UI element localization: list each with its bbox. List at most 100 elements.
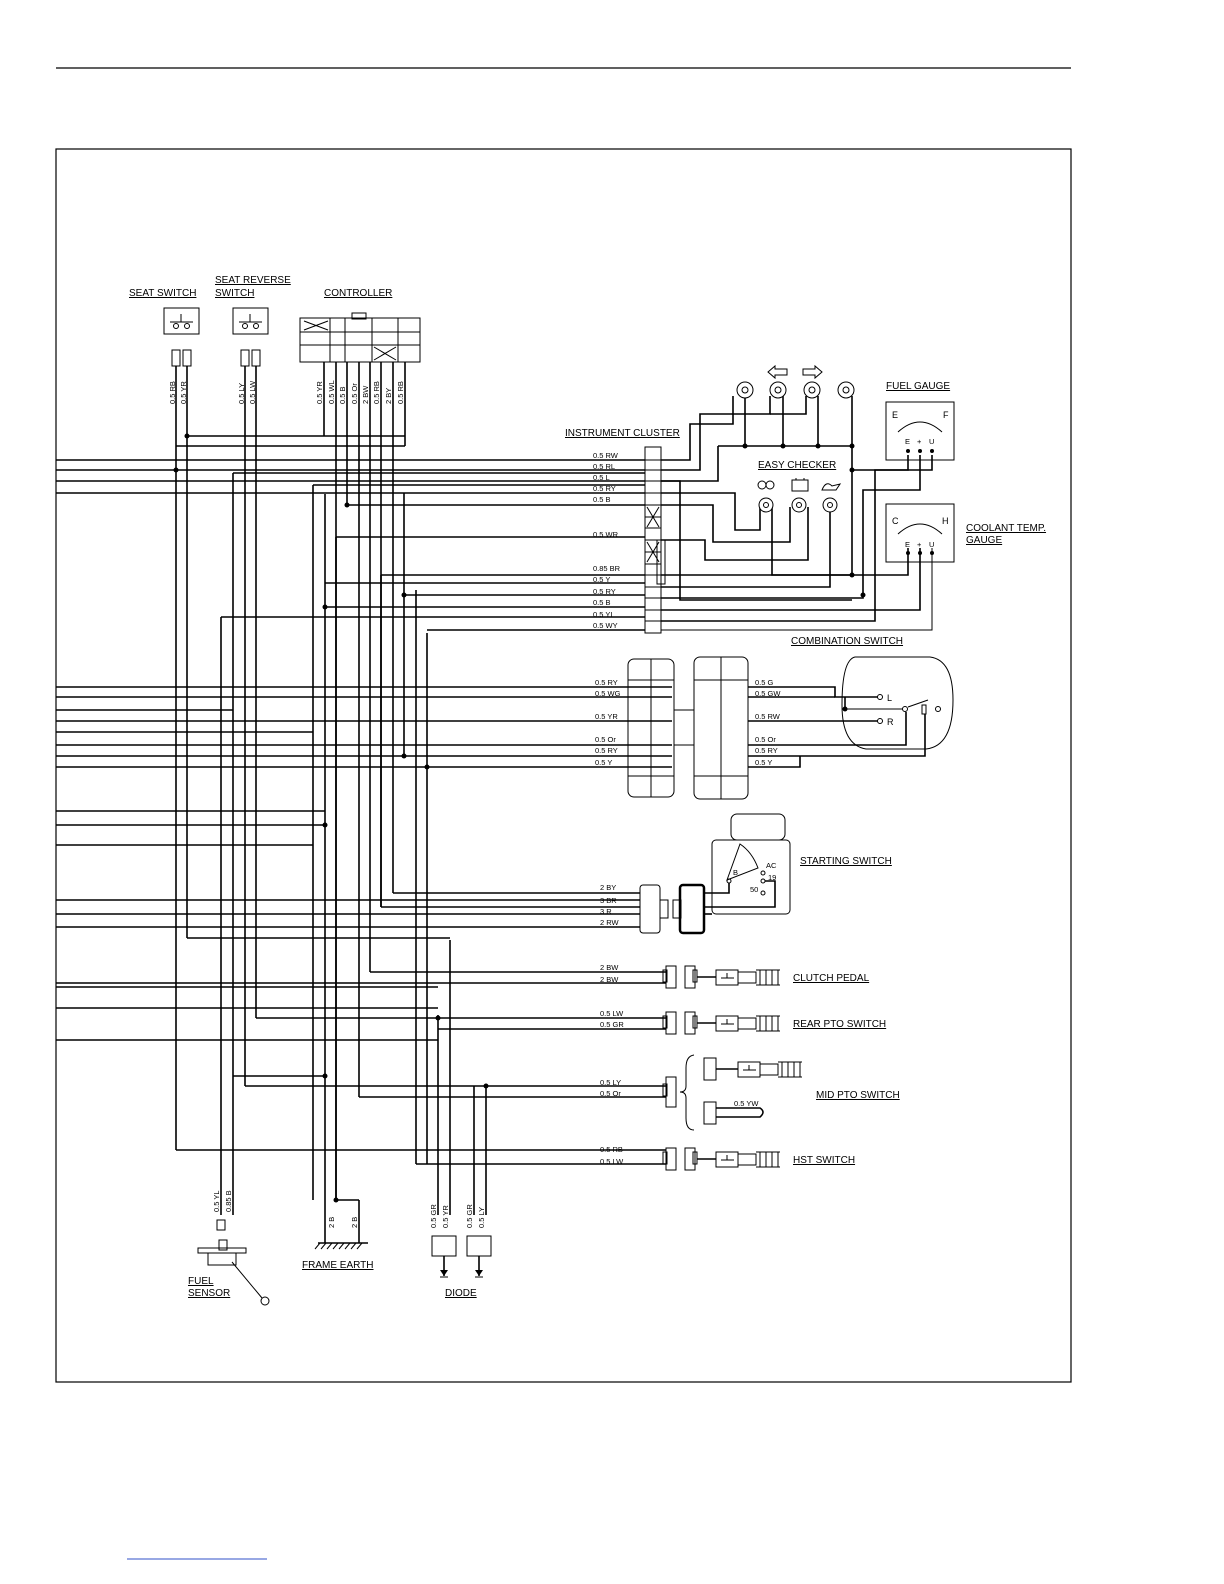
svg-text:0.5 WL: 0.5 WL bbox=[327, 380, 336, 404]
coolant-temp-label-1: COOLANT TEMP. bbox=[966, 523, 1046, 534]
svg-text:2 BW: 2 BW bbox=[600, 975, 619, 984]
svg-text:AC: AC bbox=[766, 861, 777, 870]
svg-text:2 B: 2 B bbox=[350, 1217, 359, 1228]
svg-text:0.5 RY: 0.5 RY bbox=[593, 587, 616, 596]
vertical-trunk-wires bbox=[175, 362, 487, 1215]
svg-text:0.5 Or: 0.5 Or bbox=[755, 735, 776, 744]
svg-text:0.5 RB: 0.5 RB bbox=[168, 381, 177, 404]
svg-text:0.85 BR: 0.85 BR bbox=[593, 564, 621, 573]
svg-text:0.5 Y: 0.5 Y bbox=[593, 575, 610, 584]
combination-switch-label: COMBINATION SWITCH bbox=[791, 636, 903, 647]
svg-text:0.5 WG: 0.5 WG bbox=[595, 689, 621, 698]
svg-text:H: H bbox=[942, 516, 949, 526]
svg-text:0.5 YR: 0.5 YR bbox=[595, 712, 618, 721]
svg-text:0.5 L: 0.5 L bbox=[593, 473, 610, 482]
svg-text:19: 19 bbox=[768, 873, 776, 882]
svg-text:0.5 Or: 0.5 Or bbox=[595, 735, 616, 744]
svg-text:0.5 WR: 0.5 WR bbox=[593, 530, 619, 539]
svg-text:3 R: 3 R bbox=[600, 907, 612, 916]
svg-text:C: C bbox=[892, 516, 899, 526]
svg-text:0.5 YR: 0.5 YR bbox=[315, 381, 324, 404]
vertical-wire-labels: 0.5 RB 0.5 YR 0.5 LY 0.5 LW 0.5 YR 0.5 W… bbox=[168, 380, 486, 1228]
svg-text:E: E bbox=[905, 540, 910, 549]
svg-text:0.5 LY: 0.5 LY bbox=[477, 1207, 486, 1228]
fuel-sensor-label-1: FUEL bbox=[188, 1276, 214, 1287]
svg-text:E: E bbox=[905, 437, 910, 446]
svg-text:0.5 Or: 0.5 Or bbox=[600, 1089, 621, 1098]
svg-text:+: + bbox=[917, 540, 922, 549]
svg-text:0.5 RB: 0.5 RB bbox=[372, 381, 381, 404]
svg-text:2 BY: 2 BY bbox=[384, 388, 393, 404]
svg-text:3 BR: 3 BR bbox=[600, 896, 617, 905]
hst-switch: HST SWITCH 0.5 RB 0.5 LW bbox=[600, 1145, 855, 1171]
diode-label: DIODE bbox=[445, 1288, 477, 1299]
seat-reverse-label-1: SEAT REVERSE bbox=[215, 275, 291, 286]
svg-text:+: + bbox=[917, 437, 922, 446]
svg-text:0.5 YL: 0.5 YL bbox=[212, 1190, 221, 1212]
svg-text:U: U bbox=[929, 437, 934, 446]
instrument-cluster-label: INSTRUMENT CLUSTER bbox=[565, 428, 680, 439]
instrument-cluster: INSTRUMENT CLUSTER bbox=[565, 428, 680, 634]
svg-text:2 RW: 2 RW bbox=[600, 918, 620, 927]
svg-text:0.5 WY: 0.5 WY bbox=[593, 621, 618, 630]
svg-text:B: B bbox=[733, 868, 738, 877]
svg-text:0.5 B: 0.5 B bbox=[593, 495, 611, 504]
svg-text:0.5 LY: 0.5 LY bbox=[237, 383, 246, 404]
frame-earth: FRAME EARTH bbox=[302, 1200, 374, 1271]
clutch-pedal-switch: CLUTCH PEDAL 2 BW 2 BW bbox=[600, 963, 870, 989]
svg-text:0.5 RY: 0.5 RY bbox=[595, 746, 618, 755]
svg-text:E: E bbox=[892, 410, 898, 420]
svg-text:0.5 RY: 0.5 RY bbox=[595, 678, 618, 687]
seat-reverse-switch: SEAT REVERSE SWITCH bbox=[215, 275, 291, 367]
controller: CONTROLLER bbox=[299, 288, 421, 363]
svg-text:0.5 GR: 0.5 GR bbox=[429, 1204, 438, 1228]
svg-text:0.5 Or: 0.5 Or bbox=[350, 383, 359, 404]
combination-switch: COMBINATION SWITCH L R bbox=[627, 636, 954, 800]
svg-text:2 BY: 2 BY bbox=[600, 883, 616, 892]
fuel-sensor-label-2: SENSOR bbox=[188, 1288, 230, 1299]
combination-wire-labels: 0.5 RY 0.5 WG 0.5 YR 0.5 Or 0.5 RY 0.5 Y… bbox=[595, 678, 781, 767]
easy-checker: EASY CHECKER bbox=[757, 460, 842, 513]
mid-pto-switch: MID PTO SWITCH 0.5 YW 0.5 LY 0.5 Or bbox=[600, 1054, 900, 1131]
svg-text:2 BW: 2 BW bbox=[361, 385, 370, 404]
svg-text:L: L bbox=[887, 693, 892, 703]
seat-reverse-label-2: SWITCH bbox=[215, 288, 254, 299]
battery-icon bbox=[791, 478, 809, 492]
starting-switch-label: STARTING SWITCH bbox=[800, 856, 892, 867]
rear-pto-label: REAR PTO SWITCH bbox=[793, 1019, 886, 1030]
svg-text:0.5 YR: 0.5 YR bbox=[441, 1205, 450, 1228]
svg-text:2 B: 2 B bbox=[327, 1217, 336, 1228]
coolant-temp-label-2: GAUGE bbox=[966, 535, 1002, 546]
svg-text:0.5 LW: 0.5 LW bbox=[600, 1157, 624, 1166]
svg-text:0.5 LY: 0.5 LY bbox=[600, 1078, 621, 1087]
svg-text:0.5 RW: 0.5 RW bbox=[755, 712, 781, 721]
svg-text:0.5 RY: 0.5 RY bbox=[755, 746, 778, 755]
easy-checker-label: EASY CHECKER bbox=[758, 460, 836, 471]
svg-text:0.5 Y: 0.5 Y bbox=[595, 758, 612, 767]
starting-wire-labels: 2 BY 3 BR 3 R 2 RW bbox=[600, 883, 620, 927]
svg-text:R: R bbox=[887, 717, 894, 727]
junction-dots bbox=[173, 433, 866, 1203]
svg-text:0.5 RB: 0.5 RB bbox=[396, 381, 405, 404]
svg-text:50: 50 bbox=[750, 885, 758, 894]
svg-text:0.5 YR: 0.5 YR bbox=[179, 381, 188, 404]
svg-text:F: F bbox=[943, 410, 949, 420]
diode: DIODE bbox=[431, 1235, 492, 1299]
glow-plug-icon bbox=[757, 480, 775, 490]
svg-text:0.5 RB: 0.5 RB bbox=[600, 1145, 623, 1154]
mid-pto-label: MID PTO SWITCH bbox=[816, 1090, 900, 1101]
svg-text:0.5 B: 0.5 B bbox=[593, 598, 611, 607]
svg-text:0.5 GW: 0.5 GW bbox=[755, 689, 781, 698]
svg-text:U: U bbox=[929, 540, 934, 549]
cluster-internal-wiring bbox=[661, 396, 933, 631]
diagram-frame bbox=[55, 148, 1072, 1383]
frame-earth-label: FRAME EARTH bbox=[302, 1260, 374, 1271]
svg-text:0.5 RL: 0.5 RL bbox=[593, 462, 615, 471]
turn-right-arrow-icon bbox=[802, 364, 823, 380]
starting-switch: STARTING SWITCH B AC 19 50 bbox=[639, 813, 892, 935]
svg-text:0.5 GR: 0.5 GR bbox=[465, 1204, 474, 1228]
controller-label: CONTROLLER bbox=[324, 288, 392, 299]
cluster-wire-labels: 0.5 RW 0.5 RL 0.5 L 0.5 RY 0.5 B 0.5 WR … bbox=[593, 451, 621, 630]
hst-switch-label: HST SWITCH bbox=[793, 1155, 855, 1166]
